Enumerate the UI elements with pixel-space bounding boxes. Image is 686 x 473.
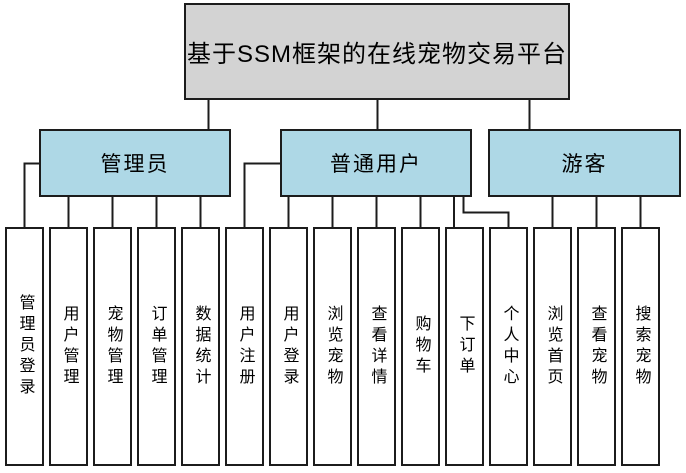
leaf-node: 用户管理: [49, 227, 88, 466]
leaf-node: 数据统计: [181, 227, 220, 466]
leaf-node: 查看宠物: [577, 227, 616, 466]
group-node-admin: 管理员: [39, 129, 231, 197]
leaf-node-label: 用户登录: [280, 304, 298, 389]
leaf-node-label: 数据统计: [192, 304, 210, 389]
leaf-node-label: 个人中心: [500, 304, 518, 389]
leaf-node: 下订单: [445, 227, 484, 466]
leaf-node-label: 宠物管理: [104, 304, 122, 389]
leaf-node-label: 用户管理: [60, 304, 78, 389]
leaf-node-label: 订单管理: [148, 304, 166, 389]
leaf-node: 购物车: [401, 227, 440, 466]
leaf-node: 管理员登录: [5, 227, 44, 466]
leaf-node-label: 下订单: [456, 315, 474, 378]
leaf-node-label: 购物车: [412, 315, 430, 378]
leaf-node: 宠物管理: [93, 227, 132, 466]
leaf-node-label: 搜索宠物: [632, 304, 650, 389]
leaf-node-label: 用户注册: [236, 304, 254, 389]
leaf-node: 用户注册: [225, 227, 264, 466]
leaf-node: 用户登录: [269, 227, 308, 466]
leaf-node-label: 浏览首页: [544, 304, 562, 389]
leaf-node: 浏览首页: [533, 227, 572, 466]
leaf-node-label: 查看宠物: [588, 304, 606, 389]
leaf-node: 个人中心: [489, 227, 528, 466]
group-node-visitor: 游客: [488, 129, 681, 197]
title-node: 基于SSM框架的在线宠物交易平台: [184, 3, 570, 100]
leaf-node: 查看详情: [357, 227, 396, 466]
group-node-user: 普通用户: [280, 129, 472, 197]
leaf-node: 订单管理: [137, 227, 176, 466]
connector-path: [23, 100, 642, 228]
leaf-node: 搜索宠物: [621, 227, 660, 466]
leaf-node-label: 管理员登录: [16, 294, 34, 399]
leaf-node-label: 查看详情: [368, 304, 386, 389]
leaf-node-label: 浏览宠物: [324, 304, 342, 389]
leaf-node: 浏览宠物: [313, 227, 352, 466]
